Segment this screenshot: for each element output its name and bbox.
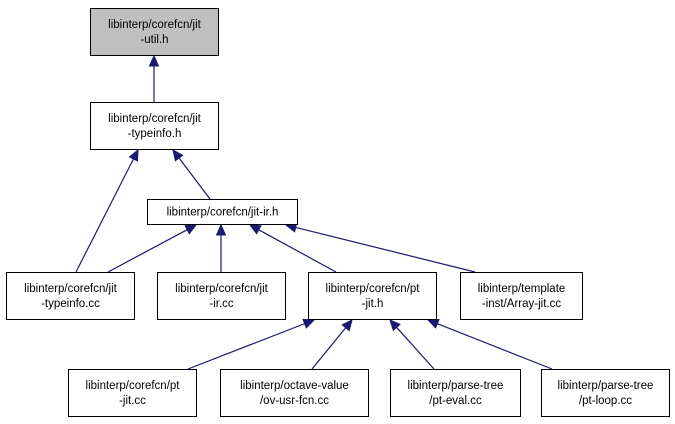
- node-box: [68, 369, 197, 417]
- edge-line: [311, 327, 347, 370]
- edge-line: [107, 229, 188, 273]
- node-jit-typeinfo-h[interactable]: libinterp/corefcn/jit -typeinfo.h: [90, 102, 219, 150]
- node-ov-usr-fcn-cc[interactable]: libinterp/octave-value/ov-usr-fcn.cc: [220, 369, 369, 417]
- node-label: libinterp/parse-tree: [558, 380, 654, 392]
- node-box: [220, 369, 369, 417]
- edge-line: [178, 157, 211, 200]
- edge-arrowhead: [172, 149, 184, 162]
- edge-array-jit-cc-to-jit-ir-h: [284, 222, 476, 273]
- node-box: [308, 272, 437, 320]
- edge-jit-typeinfo-h-to-jit-util-h: [148, 54, 160, 102]
- node-label: libinterp/corefcn/jit: [24, 283, 117, 295]
- node-box: [90, 102, 219, 150]
- edge-line: [396, 327, 435, 370]
- edge-arrowhead: [248, 224, 262, 235]
- edges-layer: [75, 54, 553, 370]
- node-box: [460, 272, 583, 320]
- node-jit-ir-h[interactable]: libinterp/corefcn/jit-ir.h: [147, 199, 298, 225]
- edge-line: [258, 229, 337, 273]
- node-box: [541, 369, 670, 417]
- node-label: -typeinfo.cc: [41, 298, 100, 310]
- node-label: libinterp/template: [478, 283, 566, 295]
- node-label: libinterp/corefcn/jit-ir.h: [167, 207, 279, 219]
- node-label: /pt-loop.cc: [579, 395, 632, 407]
- node-label: libinterp/corefcn/pt: [86, 380, 181, 392]
- node-box: [390, 369, 521, 417]
- node-label: libinterp/corefcn/jit: [108, 19, 201, 31]
- node-label: -typeinfo.h: [128, 128, 182, 140]
- node-pt-loop-cc[interactable]: libinterp/parse-tree/pt-loop.cc: [541, 369, 670, 417]
- edge-pt-loop-cc-to-pt-jit-h: [426, 318, 553, 370]
- edge-line: [295, 226, 476, 273]
- node-jit-ir-cc[interactable]: libinterp/corefcn/jit -ir.cc: [157, 272, 286, 320]
- edge-line: [75, 158, 135, 273]
- node-label: -util.h: [140, 34, 168, 46]
- edge-arrowhead: [148, 54, 160, 67]
- edge-arrowhead: [184, 224, 198, 235]
- edge-pt-eval-cc-to-pt-jit-h: [389, 319, 435, 370]
- node-label: -ir.cc: [209, 298, 234, 310]
- edge-arrowhead: [341, 319, 353, 332]
- node-label: -inst/Array-jit.cc: [482, 298, 561, 310]
- node-jit-util-h: libinterp/corefcn/jit -util.h: [90, 8, 219, 56]
- node-pt-jit-h[interactable]: libinterp/corefcn/pt -jit.h: [308, 272, 437, 320]
- edge-arrowhead: [128, 148, 139, 162]
- node-label: /ov-usr-fcn.cc: [260, 395, 329, 407]
- edge-arrowhead: [389, 319, 401, 332]
- edge-arrowhead: [426, 318, 440, 329]
- edge-line: [437, 323, 553, 370]
- edge-ov-usr-fcn-cc-to-pt-jit-h: [311, 319, 353, 370]
- edge-arrowhead: [215, 223, 227, 236]
- edge-jit-typeinfo-cc-to-jit-typeinfo-h: [75, 148, 139, 273]
- node-box: [6, 272, 135, 320]
- edge-pt-jit-h-to-jit-ir-h: [248, 224, 337, 273]
- node-label: /pt-eval.cc: [429, 395, 482, 407]
- node-jit-typeinfo-cc[interactable]: libinterp/corefcn/jit -typeinfo.cc: [6, 272, 135, 320]
- node-label: libinterp/parse-tree: [408, 380, 504, 392]
- node-box: [157, 272, 286, 320]
- node-label: -jit.h: [362, 298, 384, 310]
- edge-arrowhead: [302, 318, 316, 329]
- node-box: [147, 199, 298, 225]
- node-box: [90, 8, 219, 56]
- edge-line: [187, 323, 305, 370]
- node-pt-jit-cc[interactable]: libinterp/corefcn/pt -jit.cc: [68, 369, 197, 417]
- node-label: libinterp/corefcn/jit: [108, 113, 201, 125]
- edge-jit-ir-h-to-jit-typeinfo-h: [172, 149, 211, 200]
- node-pt-eval-cc[interactable]: libinterp/parse-tree/pt-eval.cc: [390, 369, 521, 417]
- node-array-jit-cc[interactable]: libinterp/template -inst/Array-jit.cc: [460, 272, 583, 320]
- node-label: libinterp/octave-value: [240, 380, 349, 392]
- node-label: libinterp/corefcn/pt: [326, 283, 421, 295]
- edge-pt-jit-cc-to-pt-jit-h: [187, 318, 316, 370]
- nodes-layer: libinterp/corefcn/jit-util.hlibinterp/co…: [6, 8, 670, 417]
- node-label: libinterp/corefcn/jit: [175, 283, 268, 295]
- node-label: -jit.cc: [119, 395, 146, 407]
- edge-jit-typeinfo-cc-to-jit-ir-h: [107, 224, 198, 273]
- edge-jit-ir-cc-to-jit-ir-h: [215, 223, 227, 272]
